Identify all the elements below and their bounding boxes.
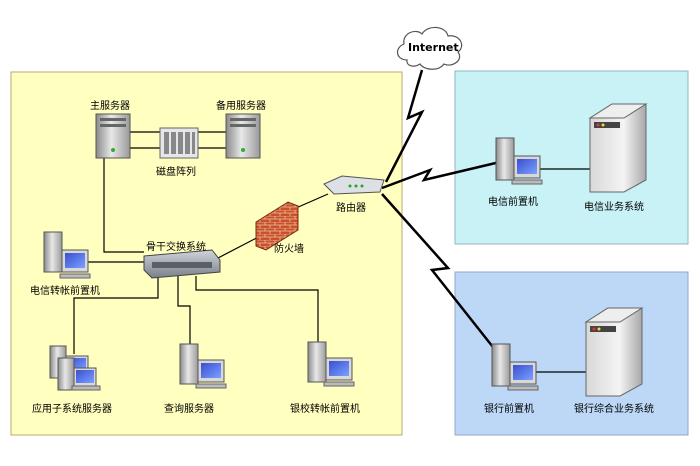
lightning-router-telecom [381, 160, 501, 190]
app-subsystem-server-label: 应用子系统服务器 [32, 404, 112, 415]
router-label: 路由器 [336, 203, 366, 214]
telecom-transfer-frontend-icon [43, 231, 91, 279]
bank-frontend-icon [491, 343, 539, 391]
disk-array-icon [159, 127, 199, 159]
query-server-icon [179, 343, 227, 389]
internet-label: Internet [408, 41, 459, 54]
firewall-icon [255, 201, 299, 251]
network-links [66, 131, 590, 373]
lightning-router-bank [381, 193, 501, 357]
backup-server-label: 备用服务器 [216, 101, 266, 112]
bank-integrated-business-system-icon [584, 307, 644, 397]
bank-school-transfer-frontend-label: 银校转帐前置机 [290, 404, 360, 415]
bank-frontend-label: 银行前置机 [484, 404, 534, 415]
backup-server-icon [225, 113, 261, 159]
telecom-business-system-label: 电信业务系统 [584, 202, 644, 213]
telecom-frontend-icon [495, 137, 543, 185]
telecom-transfer-frontend-label: 电信转帐前置机 [30, 286, 100, 297]
telecom-zone [454, 70, 689, 245]
main-server-label: 主服务器 [90, 101, 130, 112]
router-icon [323, 175, 385, 195]
backbone-switch-icon [143, 249, 221, 279]
main-server-icon [95, 113, 131, 159]
backbone-switch-label: 骨干交换系统 [146, 242, 206, 253]
bank-school-transfer-frontend-icon [307, 341, 355, 387]
firewall-label: 防火墙 [274, 244, 304, 255]
disk-array-label: 磁盘阵列 [156, 167, 196, 178]
telecom-business-system-icon [588, 103, 648, 193]
lightning-cloud-router [384, 69, 425, 183]
query-server-label: 查询服务器 [164, 404, 214, 415]
internet-cloud-icon [397, 26, 463, 70]
telecom-frontend-label: 电信前置机 [488, 197, 538, 208]
app-subsystem-server-icon [49, 345, 101, 391]
bank-integrated-business-system-label: 银行综合业务系统 [574, 404, 654, 415]
